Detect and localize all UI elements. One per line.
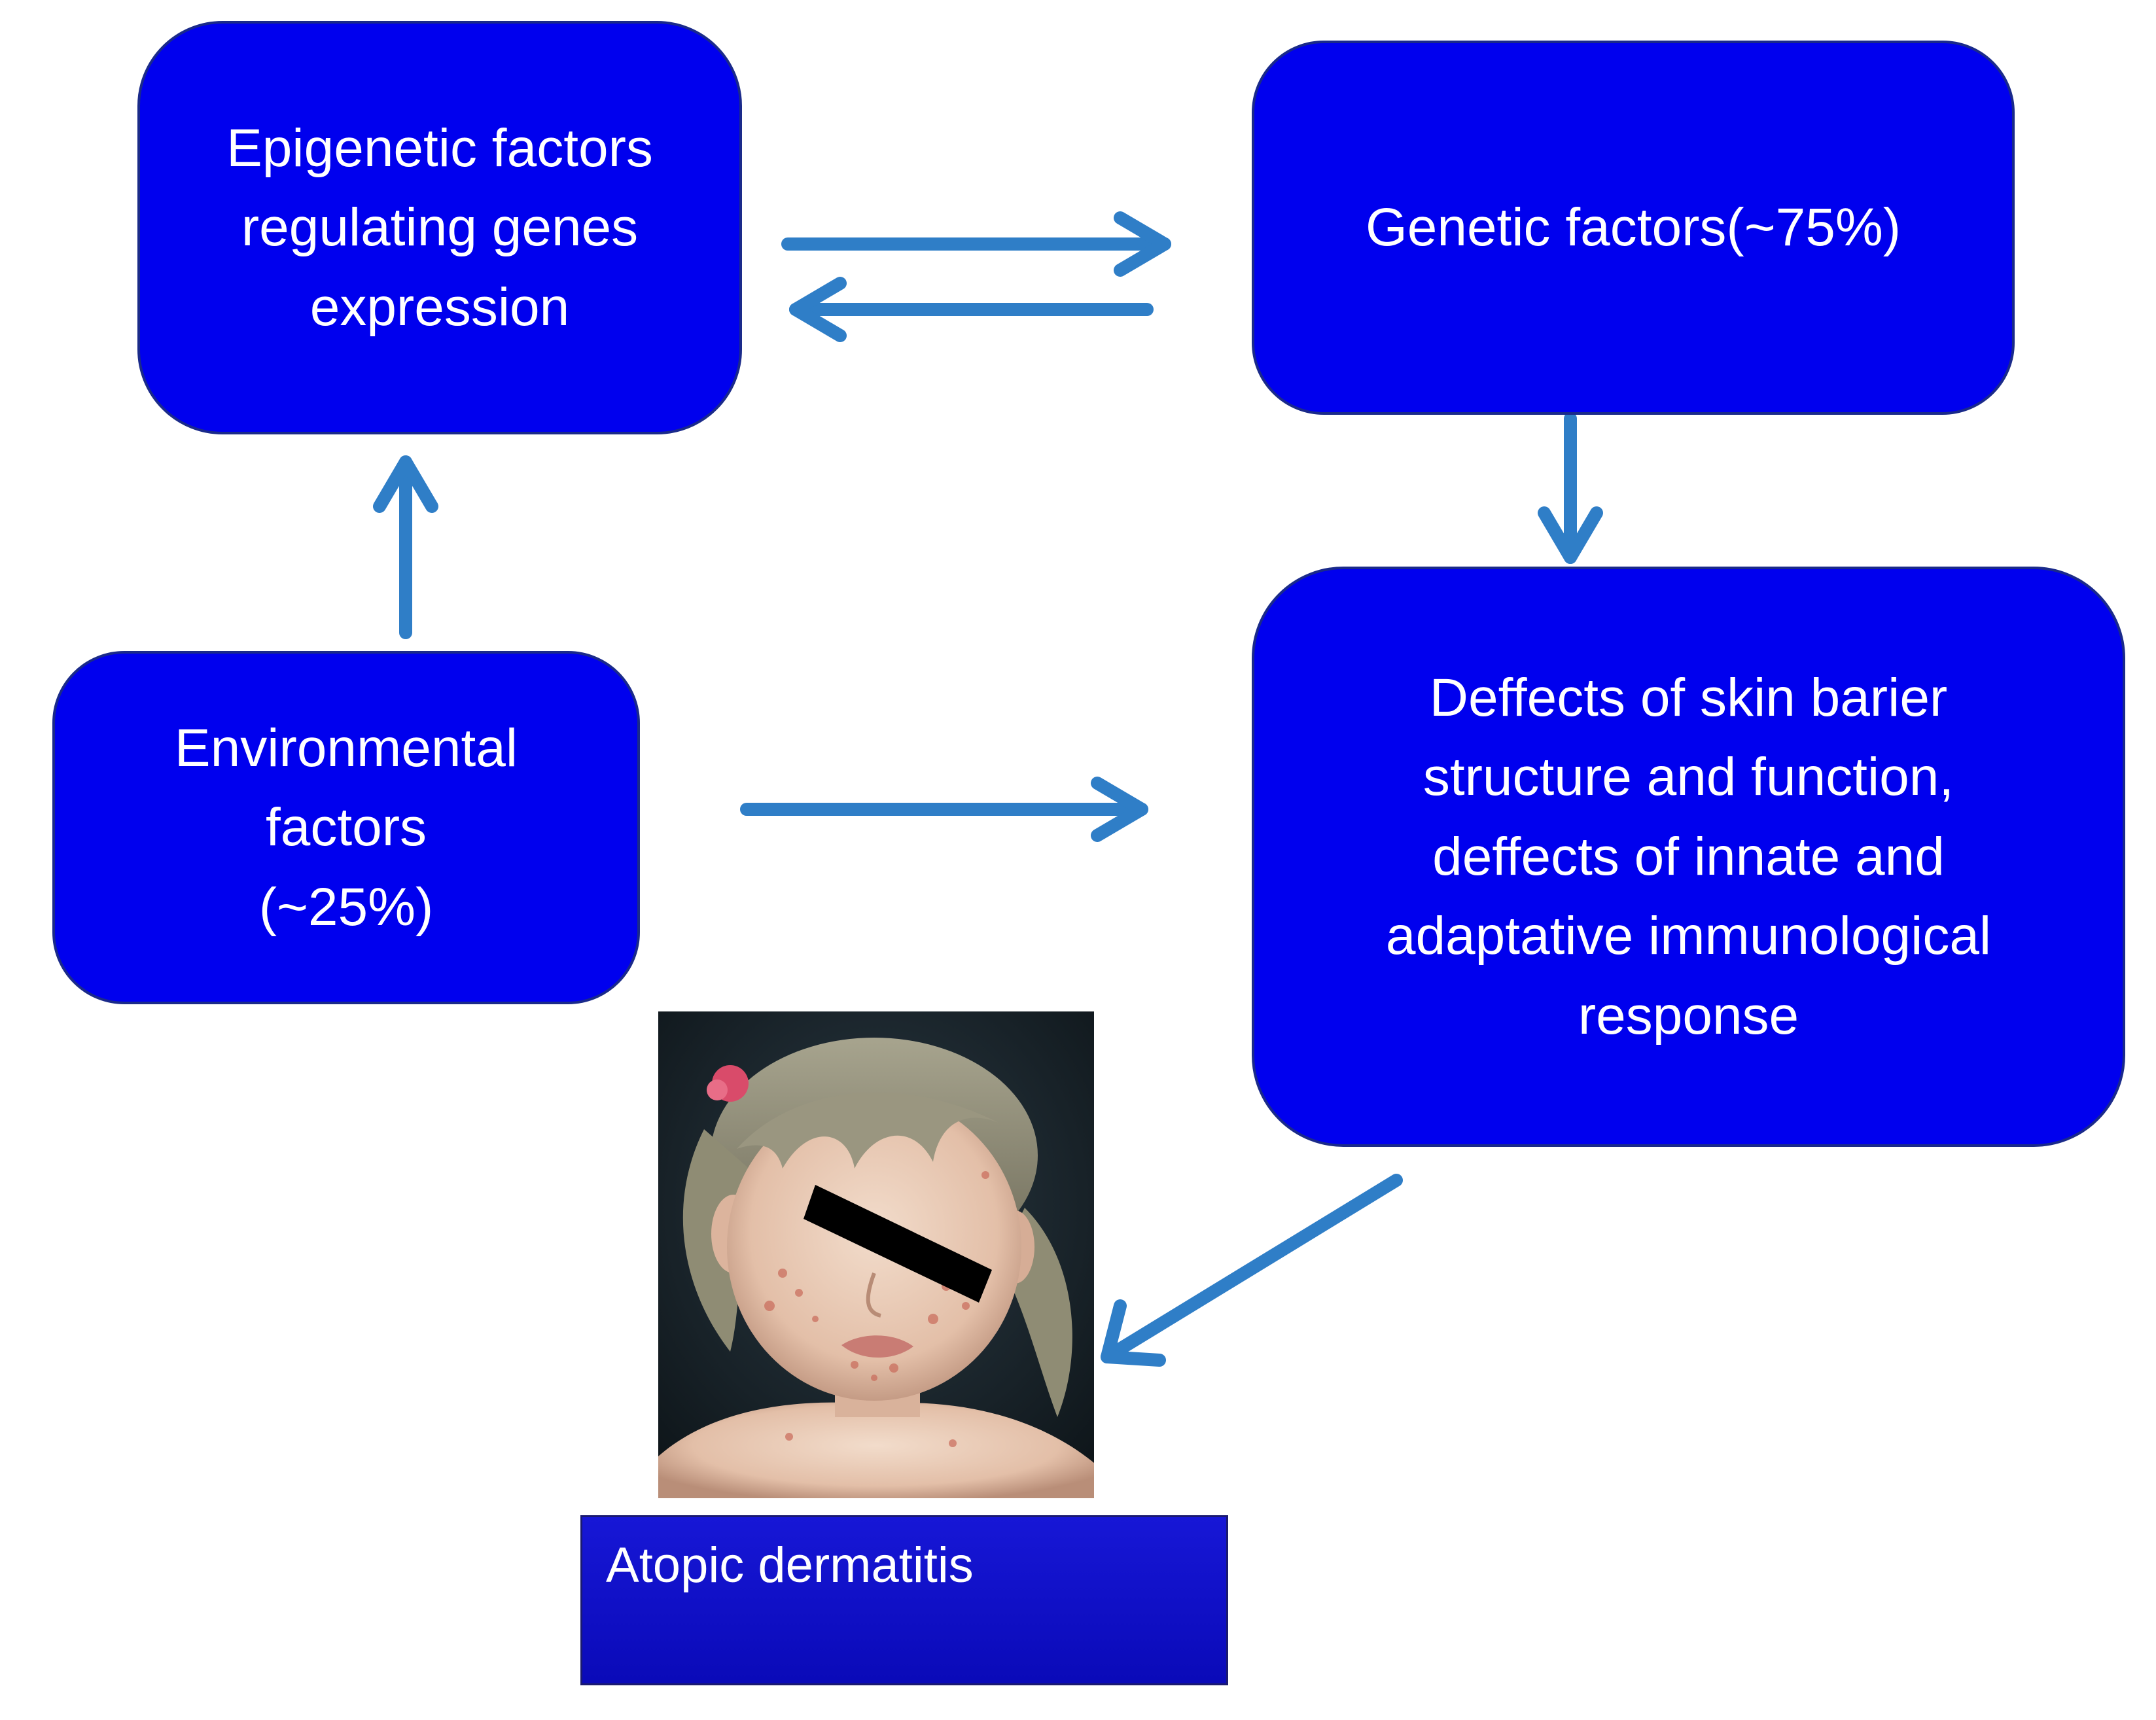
arrow-genetic-to-defects	[1538, 412, 1603, 564]
skin-barrier-defects-label: Deffects of skin barier structure and fu…	[1385, 668, 1992, 1045]
atopic-dermatitis-caption: Atopic dermatitis	[580, 1515, 1228, 1685]
arrow-genetic-to-epigenetic	[789, 277, 1154, 342]
patient-photo	[658, 1011, 1094, 1498]
environmental-factors-label: Environmental factors (~25%)	[174, 718, 518, 937]
arrow-defects-to-photo	[1101, 1174, 1403, 1367]
epigenetic-factors-box: Epigenetic factors regulating genes expr…	[137, 21, 742, 434]
arrow-epigenetic-to-genetic	[781, 211, 1171, 277]
atopic-dermatitis-label: Atopic dermatitis	[606, 1537, 974, 1593]
environmental-factors-box: Environmental factors (~25%)	[52, 651, 640, 1004]
arrow-environmental-to-defects	[740, 777, 1148, 842]
epigenetic-factors-label: Epigenetic factors regulating genes expr…	[226, 118, 653, 337]
genetic-factors-box: Genetic factors(~75%)	[1252, 41, 2015, 415]
skin-barrier-defects-box: Deffects of skin barier structure and fu…	[1252, 567, 2125, 1147]
arrow-environmental-to-epigenetic	[373, 455, 438, 639]
genetic-factors-label: Genetic factors(~75%)	[1365, 198, 1901, 258]
patient-photo-illustration	[658, 1011, 1094, 1498]
